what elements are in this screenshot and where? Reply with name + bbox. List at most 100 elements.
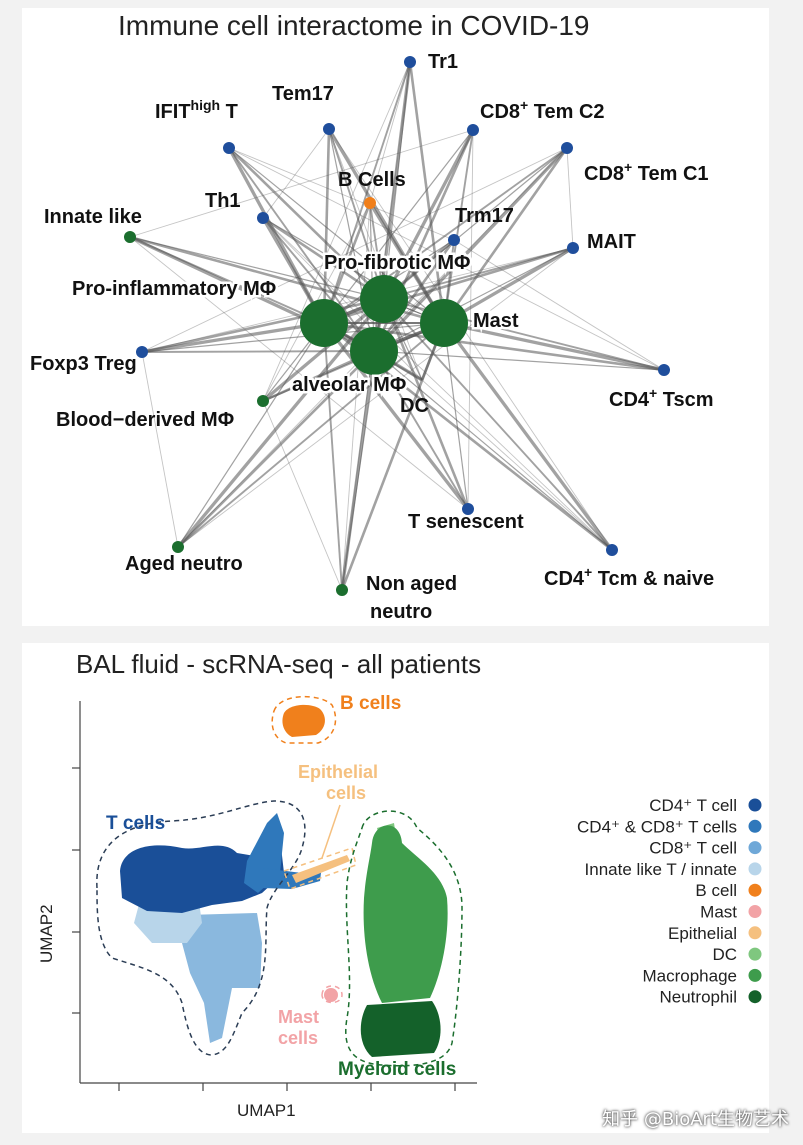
epithelial-label-line1: Epithelial	[298, 762, 378, 782]
network-edge	[421, 379, 613, 551]
node-label-nonaged: Non aged	[366, 573, 457, 595]
network-edge	[442, 147, 569, 324]
node-label-trm17: Trm17	[455, 205, 514, 227]
epithelial-outline	[283, 847, 357, 890]
node-label-cd8c2: CD8+ Tem C2	[480, 97, 605, 123]
network-edge	[228, 147, 445, 324]
legend-label: Mast	[700, 903, 737, 922]
node-label-aged: Aged neutro	[125, 553, 243, 575]
network-edge	[443, 322, 469, 510]
network-edge	[322, 321, 470, 511]
network-edge	[262, 217, 613, 551]
network-edge	[129, 129, 474, 238]
node-label-foxp3: Foxp3 Treg	[30, 353, 137, 375]
legend-label: B cell	[695, 881, 737, 900]
umap-clusters	[120, 704, 448, 1057]
network-edge	[372, 146, 569, 353]
node-ifit	[223, 142, 235, 154]
node-tr1	[404, 56, 416, 68]
mast-label-line1: Mast	[278, 1007, 319, 1027]
network-edge	[262, 217, 445, 324]
cd4-t-cluster	[120, 838, 284, 913]
legend-swatch	[748, 862, 762, 876]
network-edge	[340, 322, 446, 591]
network-edge	[453, 239, 665, 371]
network-edge	[141, 147, 568, 353]
network-edge	[369, 61, 411, 204]
node-label-mait: MAIT	[587, 231, 636, 253]
node-label-cd8c1: CD8+ Tem C1	[584, 159, 709, 185]
legend-label: Neutrophil	[660, 988, 738, 1007]
node-label-th1: Th1	[205, 190, 241, 212]
node-label-tsen: T senescent	[408, 511, 524, 533]
legend-swatch	[748, 819, 762, 833]
network-edge	[373, 350, 469, 510]
legend-swatch	[748, 926, 762, 940]
network-edge	[141, 351, 179, 548]
node-cd4tscm	[658, 364, 670, 376]
network-edge	[177, 322, 445, 548]
neutrophil-cluster	[360, 1001, 441, 1057]
legend-label: CD4⁺ & CD8⁺ T cells	[577, 817, 737, 836]
network-edge	[442, 322, 614, 551]
legend-label: Innate like T / innate	[585, 860, 737, 879]
node-label-cd4tscm: CD4+ Tscm	[609, 385, 714, 411]
node-label-alv: alveolar MΦ	[292, 374, 406, 396]
network-edge	[228, 147, 375, 352]
legend-swatch	[748, 883, 762, 897]
legend-swatch	[748, 990, 762, 1004]
network-edge	[129, 236, 469, 510]
network-nodes	[124, 56, 670, 596]
legend-swatch	[748, 798, 762, 812]
network-edge	[373, 350, 613, 551]
tcells-outline	[96, 800, 306, 1056]
epithelial-label-line2: cells	[326, 783, 366, 803]
node-label-blood: Blood−derived MΦ	[56, 409, 234, 431]
network-title: Immune cell interactome in COVID-19	[118, 10, 590, 41]
legend-swatch	[748, 905, 762, 918]
x-axis-label: UMAP1	[237, 1101, 296, 1120]
node-blood	[257, 395, 269, 407]
node-label-cd4tcm: CD4+ Tcm & naive	[544, 564, 714, 590]
node-nonaged	[336, 584, 348, 596]
cd8-t-cluster	[182, 913, 262, 1043]
network-edge	[373, 350, 665, 371]
legend-label: Macrophage	[642, 966, 737, 985]
network-edge	[141, 321, 325, 354]
network-edge	[341, 202, 371, 591]
network-edge	[261, 297, 386, 403]
node-bcells	[364, 197, 376, 209]
node-aged	[172, 541, 184, 553]
node-label-dc: DC	[400, 395, 429, 417]
umap-panel: BAL fluid - scRNA-seq - all patients UMA…	[22, 643, 769, 1133]
network-edge	[340, 350, 376, 591]
myeloid-label: Myeloid cells	[338, 1059, 456, 1080]
bcells-outline	[271, 695, 337, 744]
legend-label: CD4⁺ T cell	[649, 796, 737, 815]
network-edge	[262, 216, 385, 301]
legend-label: CD8⁺ T cell	[649, 839, 737, 858]
mast-cluster	[324, 988, 338, 1002]
network-edge	[177, 322, 325, 548]
node-label-profib: Pro-fibrotic MΦ	[324, 252, 470, 274]
network-edge	[177, 247, 574, 548]
network-edge	[566, 147, 574, 249]
node-trm17	[448, 234, 460, 246]
node-label-innate: Innate like	[44, 206, 142, 228]
legend-label: Epithelial	[668, 924, 737, 943]
network-edge	[382, 129, 475, 300]
node-innate	[124, 231, 136, 243]
network-edge	[383, 298, 613, 551]
network-edge	[443, 321, 665, 372]
network-edge	[467, 129, 474, 510]
network-edge	[328, 128, 423, 381]
umap-title: BAL fluid - scRNA-seq - all patients	[76, 649, 482, 679]
bcells-label: B cells	[340, 693, 401, 714]
node-th1	[257, 212, 269, 224]
cluster-labels: B cells Epithelial cells T cells Mast ce…	[106, 693, 456, 1080]
node-label-bcells: B Cells	[338, 169, 406, 191]
legend-label: DC	[712, 945, 737, 964]
cluster-outlines	[96, 695, 463, 1067]
